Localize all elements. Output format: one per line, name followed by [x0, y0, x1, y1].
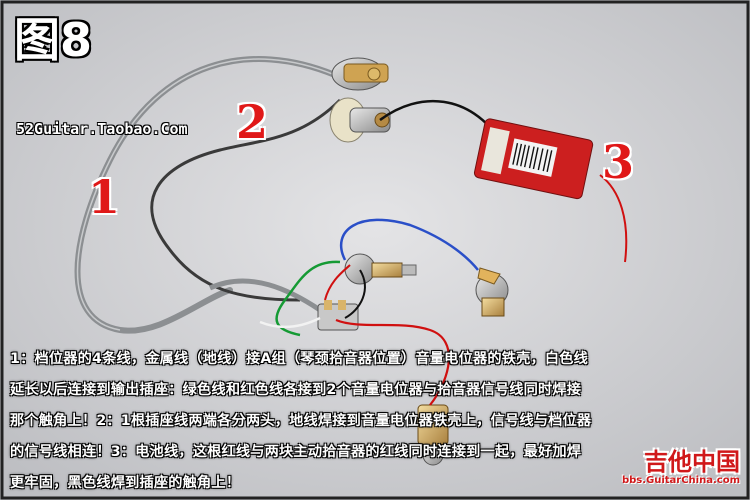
volume-pot-b [475, 267, 509, 317]
marker-2: 2 [236, 95, 269, 149]
red-wire-1 [335, 318, 451, 406]
pickup-selector [317, 300, 359, 331]
output-jack-top [331, 57, 389, 91]
caption-line: 的信号线相连！3：电池线，这根红线与两块主动拾音器的红线同时连接到一起，最好加焊 [10, 444, 582, 460]
caption-line: 延长以后连接到输出插座：绿色线和红色线各接到2个音量电位器与拾音器信号线同时焊接 [10, 382, 582, 398]
figure-title: 图8 [14, 13, 93, 67]
blue-wire [339, 218, 479, 271]
caption-line: 更牢固，黑色线焊到插座的触角上！ [10, 475, 241, 491]
caption-line: 1：档位器的4条线，金属线（地线）接A组（琴颈拾音器位置）音量电位器的铁壳，白色… [10, 351, 589, 367]
white-wire [259, 316, 321, 329]
red-wire-2 [324, 264, 351, 301]
grey-cable-2 [208, 278, 322, 313]
dark-cable [150, 98, 342, 302]
black-wire-pot [344, 269, 366, 319]
green-wire [275, 260, 341, 337]
caption-line: 那个触角上！2：1根插座线两端各分两头，地线焊接到音量电位器铁壳上，信号线与档位… [10, 413, 592, 429]
site-logo: 吉他中国 bbs.GuitarChina.com [622, 442, 740, 486]
shop-watermark: 52Guitar.Taobao.Com [16, 120, 188, 138]
grey-cable-highlight [76, 58, 336, 331]
output-jack-bottom [329, 97, 391, 143]
logo-url: bbs.GuitarChina.com [621, 475, 740, 486]
battery-wire-red [599, 174, 628, 263]
logo-name: 吉他中国 [644, 448, 740, 476]
marker-3: 3 [602, 135, 635, 189]
wiring-caption: 1：档位器的4条线，金属线（地线）接A组（琴颈拾音器位置）音量电位器的铁壳，白色… [10, 344, 740, 499]
marker-1: 1 [88, 170, 121, 224]
output-jack-lower [417, 404, 449, 466]
battery-9v [473, 118, 594, 200]
volume-pot-a [344, 253, 417, 285]
